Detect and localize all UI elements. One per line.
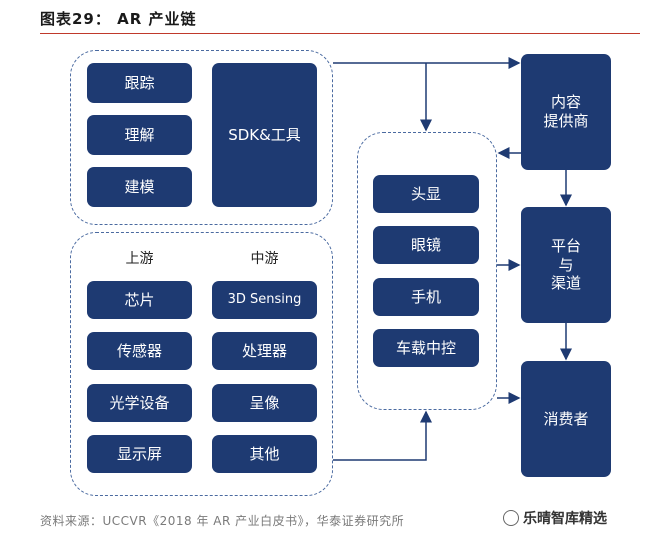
wechat-icon: [503, 510, 519, 526]
display-box: 显示屏: [87, 435, 192, 473]
upstream-midstream-group: [70, 232, 333, 496]
source-note: 资料来源：UCCVR《2018 年 AR 产业白皮书》，华泰证券研究所: [40, 514, 405, 528]
watermark: 乐晴智库精选: [503, 508, 607, 528]
figure-title: 图表29： AR 产业链: [40, 10, 197, 28]
content-provider-box: 内容 提供商: [521, 54, 611, 170]
sdk-tools-box: SDK&工具: [212, 63, 317, 207]
headset-box: 头显: [373, 175, 479, 213]
optics-box: 光学设备: [87, 384, 192, 422]
device-group: [357, 132, 497, 410]
understanding-box: 理解: [87, 115, 192, 155]
watermark-text: 乐晴智库精选: [523, 511, 607, 527]
platform-channel-box: 平台 与 渠道: [521, 207, 611, 323]
processor-box: 处理器: [212, 332, 317, 370]
title-rule: [40, 33, 640, 34]
glasses-box: 眼镜: [373, 226, 479, 264]
phone-box: 手机: [373, 278, 479, 316]
chip-box: 芯片: [87, 281, 192, 319]
upstream-label: 上游: [125, 251, 154, 267]
imaging-box: 呈像: [212, 384, 317, 422]
tracking-box: 跟踪: [87, 63, 192, 103]
top-left-group: [70, 50, 333, 225]
edge-hardware-to-devices: [333, 410, 432, 461]
3d-sensing-box: 3D Sensing: [212, 281, 317, 319]
modeling-box: 建模: [87, 167, 192, 207]
other-box: 其他: [212, 435, 317, 473]
consumer-box: 消费者: [521, 361, 611, 477]
sensor-box: 传感器: [87, 332, 192, 370]
midstream-label: 中游: [250, 251, 279, 267]
car-console-box: 车载中控: [373, 329, 479, 367]
